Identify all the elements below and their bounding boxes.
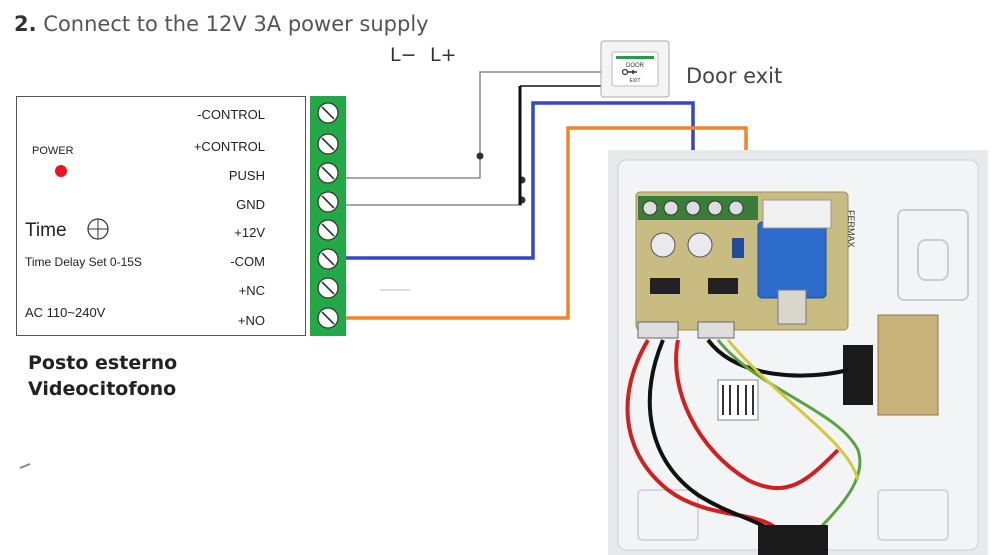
push-wire — [346, 71, 610, 179]
door-button-text-top: DOOR — [626, 63, 645, 69]
terminal-label-com: -COM — [230, 254, 265, 269]
step-text: Connect to the 12V 3A power supply — [43, 12, 429, 36]
terminal-label-control-plus: +CONTROL — [193, 139, 265, 154]
power-led — [55, 165, 67, 177]
time-label: Time — [25, 220, 67, 241]
time-knob-icon — [87, 218, 109, 240]
terminal-label-control-minus: -CONTROL — [197, 107, 265, 122]
brand-text: FERMAX — [846, 210, 856, 248]
power-label: POWER — [32, 145, 74, 157]
junction-dot-1 — [476, 152, 484, 160]
key-icon — [627, 70, 637, 74]
step-number: 2. — [14, 12, 37, 36]
intercom-caption: Posto esterno Videocitofono — [28, 350, 177, 402]
l-plus-label: L+ — [430, 44, 457, 66]
access-controller-box: POWER Time Time Delay Set 0-15S AC 110~2… — [16, 96, 306, 336]
step-heading: 2. Connect to the 12V 3A power supply — [14, 12, 429, 36]
terminal-label-gnd: GND — [236, 197, 265, 212]
time-delay-label: Time Delay Set 0-15S — [25, 255, 142, 269]
terminal-screws — [317, 102, 339, 329]
door-button-text-bottom: EXIT — [629, 78, 640, 84]
terminal-label-no: +NO — [237, 313, 265, 328]
intercom-caption-line2: Videocitofono — [28, 378, 177, 400]
terminal-strip — [310, 96, 346, 336]
door-exit-label: Door exit — [686, 64, 783, 88]
l-minus-label: L− — [390, 44, 417, 66]
terminal-label-nc: +NC — [238, 283, 265, 298]
intercom-board-photo: FERMAX — [608, 150, 988, 555]
terminal-label-push: PUSH — [228, 168, 265, 183]
intercom-caption-line1: Posto esterno — [28, 352, 178, 374]
stray-mark — [19, 463, 31, 469]
ac-voltage-label: AC 110~240V — [25, 305, 106, 320]
blue-wire — [346, 101, 695, 260]
door-exit-button-image: DOOR EXIT — [600, 40, 670, 98]
terminal-label-12v: +12V — [234, 225, 265, 240]
